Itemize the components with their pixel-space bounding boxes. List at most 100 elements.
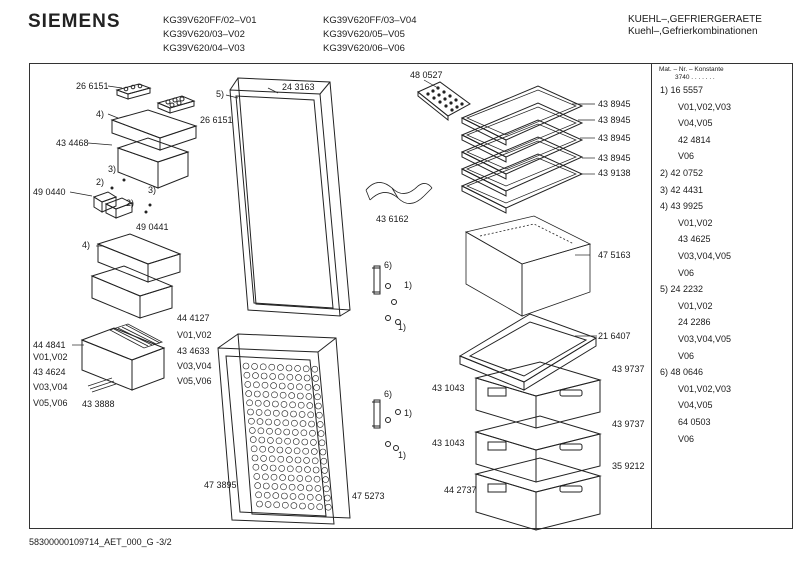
drawer-label-slot <box>487 387 507 397</box>
document-title: KUEHL–,GEFRIERGERAETE Kuehl–,Gefrierkomb… <box>628 14 762 38</box>
door-grid-cell <box>252 372 259 379</box>
part-label: 43 8945 <box>598 153 631 163</box>
door-grid-cell <box>291 429 299 436</box>
door-grid-cell <box>270 382 277 389</box>
part-label: 44 4841 <box>33 340 66 350</box>
side-table-row: V04,V05 <box>678 118 713 129</box>
glass-shelf-edge <box>461 151 507 180</box>
door-grid-cell <box>288 483 296 491</box>
door-grid-cell <box>285 364 293 372</box>
door-grid-cell <box>254 399 262 407</box>
door-grid-cell <box>307 411 315 419</box>
part-label: 24 3163 <box>282 82 315 92</box>
part-label: 43 6162 <box>376 214 409 224</box>
side-table-row: V06 <box>678 350 695 361</box>
door-grid-cell <box>259 363 267 371</box>
door-grid-cell <box>298 493 305 501</box>
part-label: 26 6151 <box>76 81 109 91</box>
door-grid-cell <box>324 494 331 502</box>
glass-shelf-edge <box>461 168 507 197</box>
door-grid-cell <box>277 455 285 463</box>
egg-tray-lower <box>156 95 196 114</box>
bottle-holder-grid <box>108 323 164 349</box>
door-grid-cell <box>253 390 261 398</box>
side-table-row: V04,V05 <box>678 400 713 411</box>
vegetable-drawer-cover <box>464 215 592 317</box>
door-grid-cell <box>291 419 298 427</box>
door-grid-cell <box>279 391 287 399</box>
door-grid-cell <box>286 465 294 473</box>
door-grid-cell <box>274 428 282 435</box>
door-grid-cell <box>251 363 258 370</box>
side-table-row: V03,V04,V05 <box>678 334 732 344</box>
door-grid-cell <box>310 439 317 446</box>
door-grid-cell <box>273 419 281 426</box>
part-label: 1) <box>404 408 413 418</box>
model-line: KG39V620/03–V02 <box>163 29 245 40</box>
door-grid-cell <box>272 409 280 417</box>
door-grid-cell <box>287 474 295 482</box>
part-label: 3) <box>148 185 157 195</box>
door-grid-cell <box>243 371 251 379</box>
part-label: 4) <box>96 109 105 119</box>
ice-cube-cell <box>426 92 430 96</box>
model-line: KG39V620FF/03–V04 <box>323 15 417 26</box>
ice-cube-cells <box>426 86 464 112</box>
part-label: 44 4127 <box>177 313 210 323</box>
door-shelf-middle <box>96 233 182 283</box>
door-grid-cell <box>255 409 263 416</box>
door-grid-pattern <box>242 362 332 511</box>
part-label: 1) <box>398 322 407 332</box>
hinge-screws <box>385 283 401 451</box>
door-grid-cell <box>268 455 276 463</box>
part-label: 48 0527 <box>410 70 443 80</box>
glass-shelf-edge <box>461 117 507 146</box>
door-grid-cell <box>290 410 297 418</box>
side-table-row: V01,V02,V03 <box>678 383 732 394</box>
part-label: 1) <box>404 280 413 290</box>
door-grid-cell <box>313 475 321 483</box>
part-label: 43 9737 <box>612 364 645 374</box>
bottle-shelf <box>80 327 166 391</box>
side-table-row: 3) 42 4431 <box>660 184 704 195</box>
part-label: 43 8945 <box>598 99 631 109</box>
side-table-row: 4) 43 9925 <box>660 201 704 212</box>
door-grid-cell <box>261 464 268 471</box>
side-table-row: V01,V02,V03 <box>678 101 732 112</box>
door-grid-cell <box>318 439 326 447</box>
door-grid-cell <box>272 492 280 499</box>
part-label: 6) <box>384 389 393 399</box>
door-grid-cell <box>305 393 313 400</box>
door-grid-cell <box>267 437 274 444</box>
model-list-right: KG39V620FF/03–V04 KG39V620/05–V05 KG39V6… <box>323 14 416 56</box>
door-grid-cell <box>292 438 300 445</box>
part-label: 43 1043 <box>432 438 465 448</box>
ice-cube-cell <box>449 101 453 105</box>
door-grid-cell <box>260 455 267 462</box>
door-grid-cell <box>305 484 313 492</box>
model-line: KG39V620FF/02–V01 <box>163 15 257 26</box>
part-label: V05,V06 <box>33 398 68 408</box>
door-grid-cell <box>314 393 321 401</box>
title-line-1: KUEHL–,GEFRIERGERAETE <box>628 14 762 25</box>
door-grid-cell <box>249 427 256 434</box>
door-grid-cell <box>297 484 305 491</box>
door-grid-cell <box>315 411 323 419</box>
door-grid-cell <box>287 383 295 390</box>
freezer-drawers <box>474 361 602 531</box>
door-grid-cell <box>272 400 279 408</box>
door-grid-cell <box>254 482 262 489</box>
door-grid-cell <box>317 430 325 437</box>
hinge-upper <box>372 265 381 295</box>
door-grid-cell <box>278 465 286 472</box>
door-grid-cell <box>248 417 255 425</box>
part-label: 44 2737 <box>444 485 477 495</box>
part-label: 5) <box>216 89 225 99</box>
door-grid-cell <box>269 464 277 472</box>
door-grid-cell <box>302 447 310 455</box>
door-grid-cell <box>304 383 312 391</box>
door-grid-cell <box>277 364 284 371</box>
door-grid-cell <box>298 411 306 418</box>
part-label: 3) <box>108 164 117 174</box>
drawer-side <box>475 431 537 483</box>
